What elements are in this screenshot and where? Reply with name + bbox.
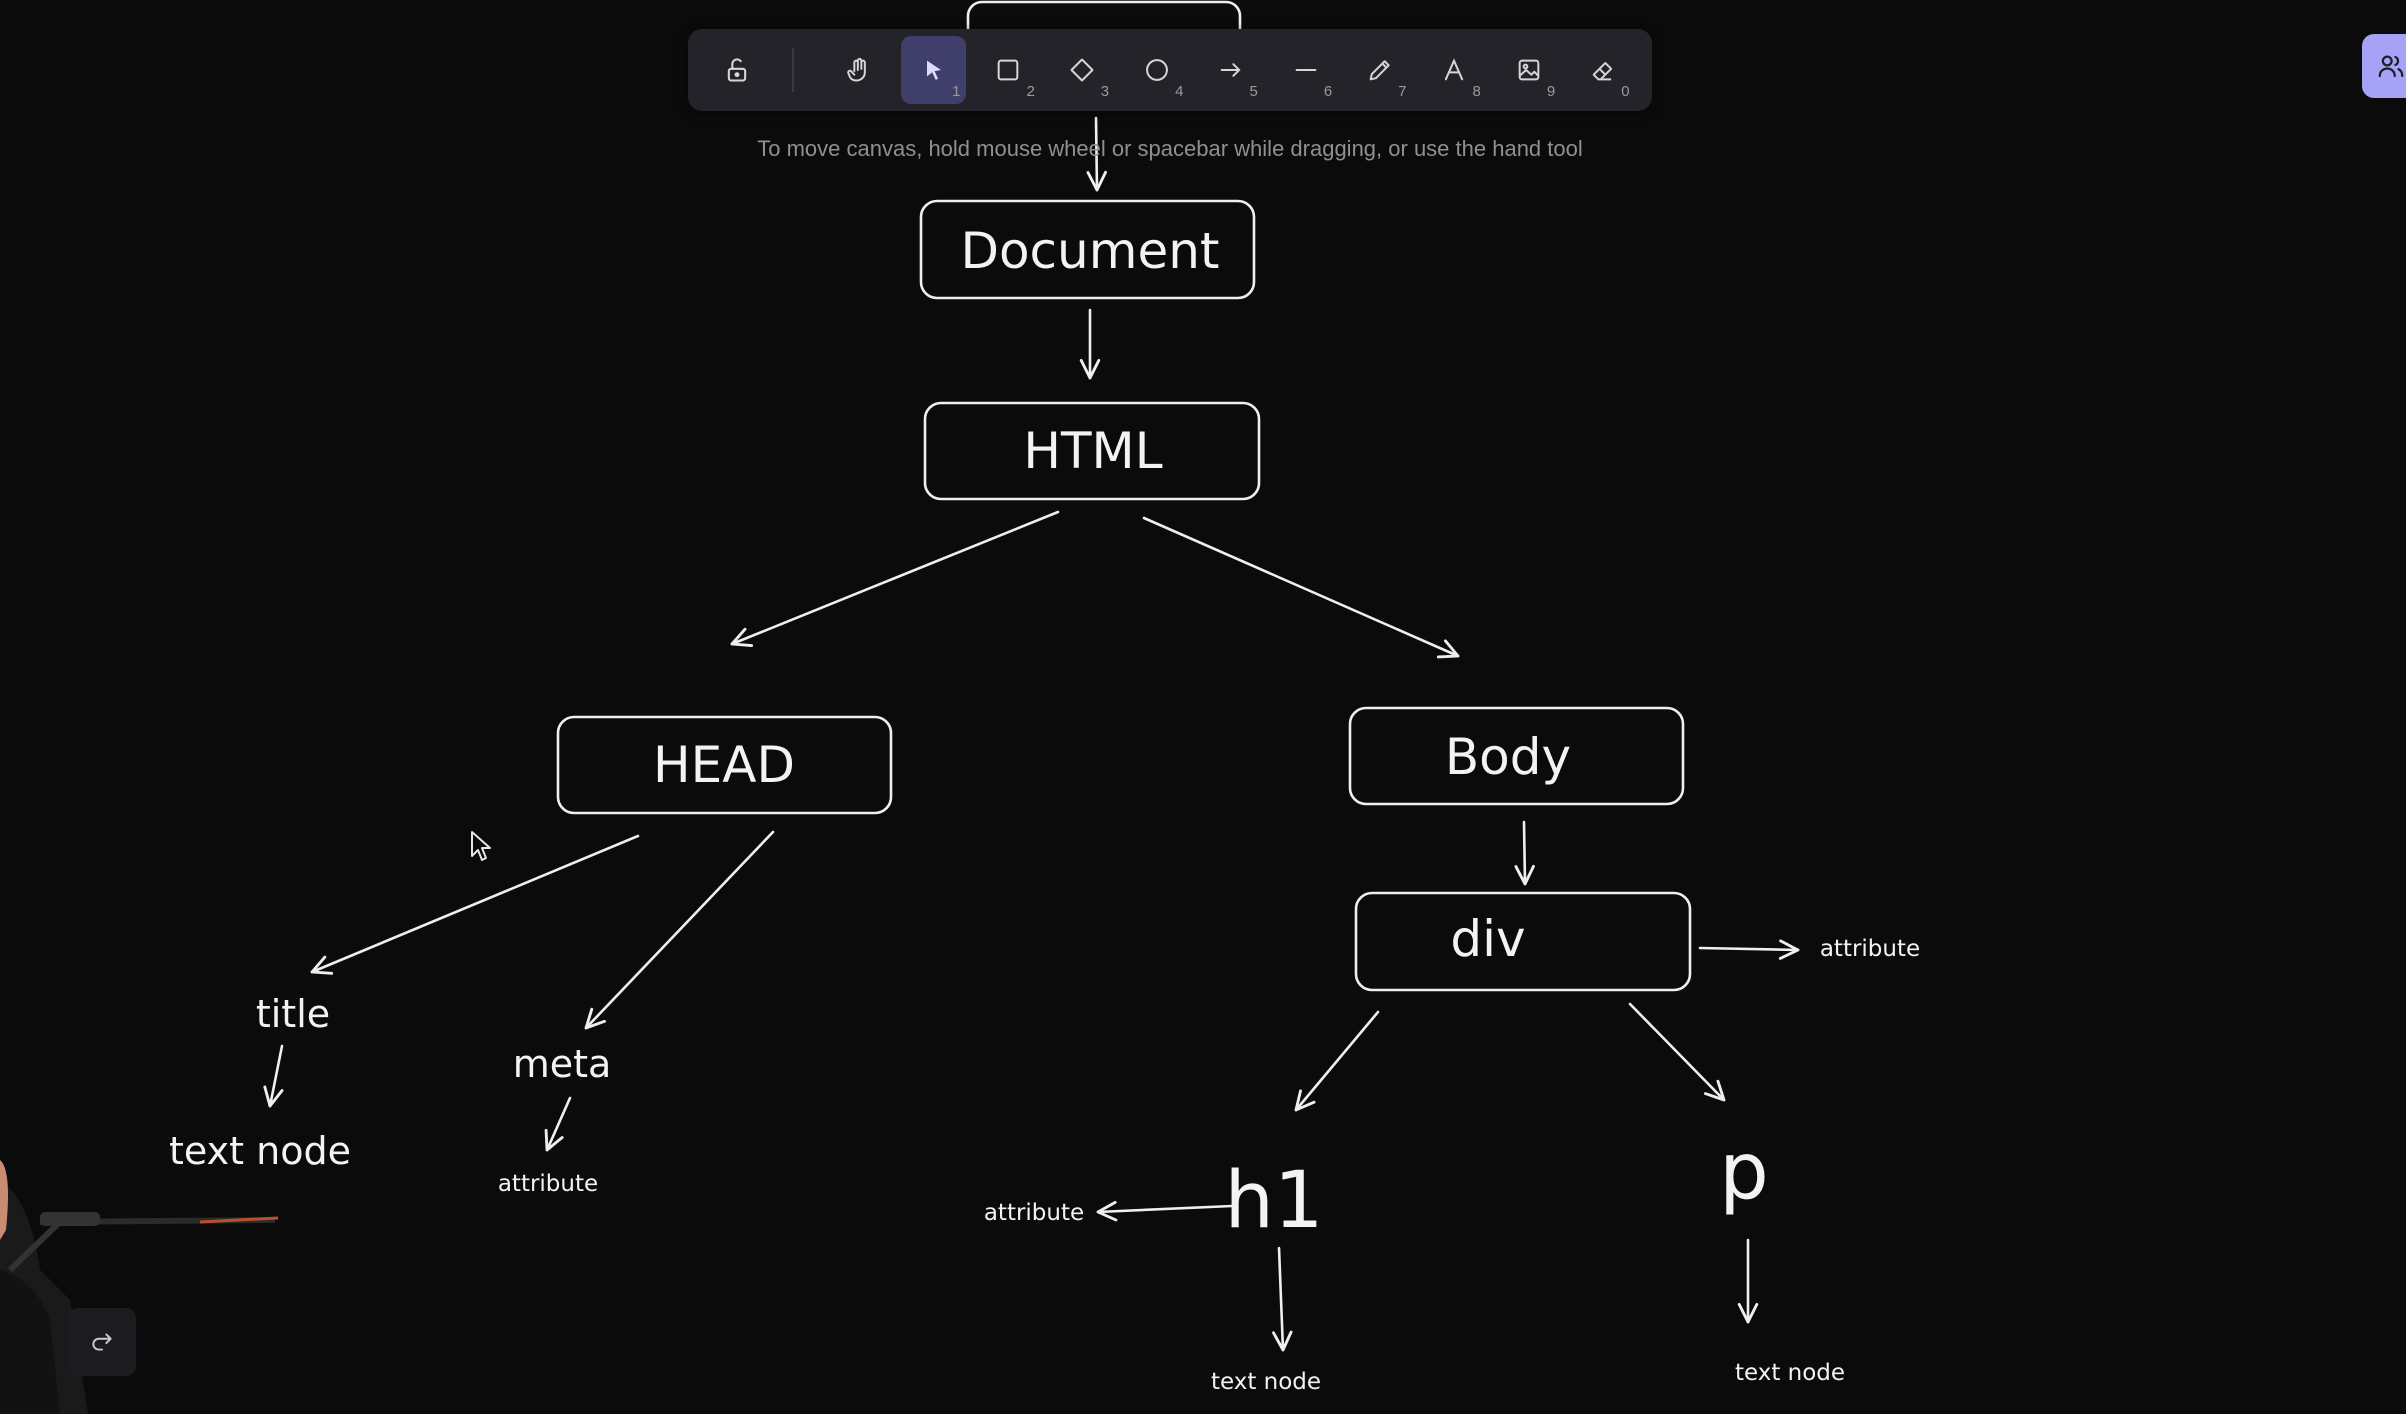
pencil-icon xyxy=(1369,60,1390,81)
edge-meta-attribute[interactable] xyxy=(544,1096,572,1152)
tool-lock[interactable] xyxy=(705,36,770,104)
tool-key: 1 xyxy=(952,83,961,100)
html-node[interactable] xyxy=(923,401,1261,501)
p-text-node: text node xyxy=(1735,1360,1845,1386)
tool-key: 8 xyxy=(1472,83,1481,100)
edge-h1-textnode[interactable] xyxy=(1272,1246,1293,1352)
line-icon xyxy=(1295,68,1316,72)
title-label: title xyxy=(256,992,330,1036)
lock-icon xyxy=(727,58,747,82)
edge-div-p[interactable] xyxy=(1628,1002,1726,1102)
tool-key: 2 xyxy=(1026,83,1035,100)
webcam-overlay xyxy=(0,1160,279,1414)
tool-draw[interactable]: 7 xyxy=(1347,36,1412,104)
edge-html-head[interactable] xyxy=(730,510,1060,647)
users-icon xyxy=(2378,55,2404,78)
h1-text-node: text node xyxy=(1211,1369,1321,1395)
edge-html-body[interactable] xyxy=(1142,516,1460,659)
hand-icon xyxy=(847,58,867,82)
tool-ellipse[interactable]: 4 xyxy=(1124,36,1189,104)
eraser-icon xyxy=(1592,62,1613,81)
document-label: Document xyxy=(960,222,1219,280)
pointer-icon xyxy=(926,60,941,80)
tool-key: 3 xyxy=(1100,83,1110,100)
tool-image[interactable]: 9 xyxy=(1496,36,1561,104)
div-attribute: attribute xyxy=(1820,936,1920,962)
meta-label: meta xyxy=(513,1042,612,1086)
document-node[interactable] xyxy=(919,199,1256,300)
h1-label: h1 xyxy=(1224,1156,1323,1246)
edge-body-div[interactable] xyxy=(1514,820,1535,886)
tool-hand[interactable] xyxy=(827,36,892,104)
edge-h1-attribute[interactable] xyxy=(1096,1200,1234,1222)
edge-head-title[interactable] xyxy=(310,834,640,975)
tool-key: 6 xyxy=(1323,83,1333,100)
collaboration-button[interactable] xyxy=(2362,34,2406,98)
image-icon xyxy=(1518,59,1539,81)
redo-icon xyxy=(92,1333,112,1351)
tool-selection[interactable]: 1 xyxy=(901,36,967,104)
edge-title-textnode[interactable] xyxy=(263,1044,284,1108)
h1-attribute: attribute xyxy=(984,1200,1084,1226)
tool-key: 0 xyxy=(1621,83,1630,100)
head-label: HEAD xyxy=(653,736,795,794)
tool-eraser[interactable]: 0 xyxy=(1570,36,1635,104)
tool-key: 4 xyxy=(1175,83,1184,100)
rectangle-icon xyxy=(997,59,1019,81)
head-node[interactable] xyxy=(556,715,893,815)
tool-text[interactable]: 8 xyxy=(1422,36,1487,104)
edge-div-h1[interactable] xyxy=(1294,1010,1380,1112)
text-icon xyxy=(1445,58,1464,81)
toolbar: 1 2 3 4 5 6 7 8 9 0 xyxy=(688,29,1652,111)
toolbar-separator xyxy=(792,48,795,92)
tool-arrow[interactable]: 5 xyxy=(1198,36,1263,104)
p-label: p xyxy=(1719,1127,1769,1217)
meta-attribute: attribute xyxy=(498,1171,598,1197)
tool-key: 5 xyxy=(1249,83,1258,100)
tool-diamond[interactable]: 3 xyxy=(1050,36,1115,104)
edge-div-attribute[interactable] xyxy=(1698,939,1800,960)
canvas-hint: To move canvas, hold mouse wheel or spac… xyxy=(757,136,1583,161)
div-label: div xyxy=(1450,910,1525,968)
body-label: Body xyxy=(1445,728,1571,786)
tool-key: 9 xyxy=(1546,83,1556,100)
title-text-node: text node xyxy=(169,1129,351,1173)
html-label: HTML xyxy=(1023,422,1162,480)
redo-button[interactable] xyxy=(68,1308,136,1376)
ellipse-icon xyxy=(1145,59,1168,81)
body-node[interactable] xyxy=(1348,706,1685,806)
div-node[interactable] xyxy=(1354,891,1692,992)
arrow-icon xyxy=(1220,63,1241,77)
tool-rectangle[interactable]: 2 xyxy=(975,36,1040,104)
diamond-icon xyxy=(1070,58,1094,82)
mouse-cursor-icon xyxy=(471,831,491,861)
tool-line[interactable]: 6 xyxy=(1273,36,1338,104)
edge-head-meta[interactable] xyxy=(584,830,775,1030)
tool-key: 7 xyxy=(1398,83,1407,100)
edge-root-document[interactable] xyxy=(1086,116,1107,192)
